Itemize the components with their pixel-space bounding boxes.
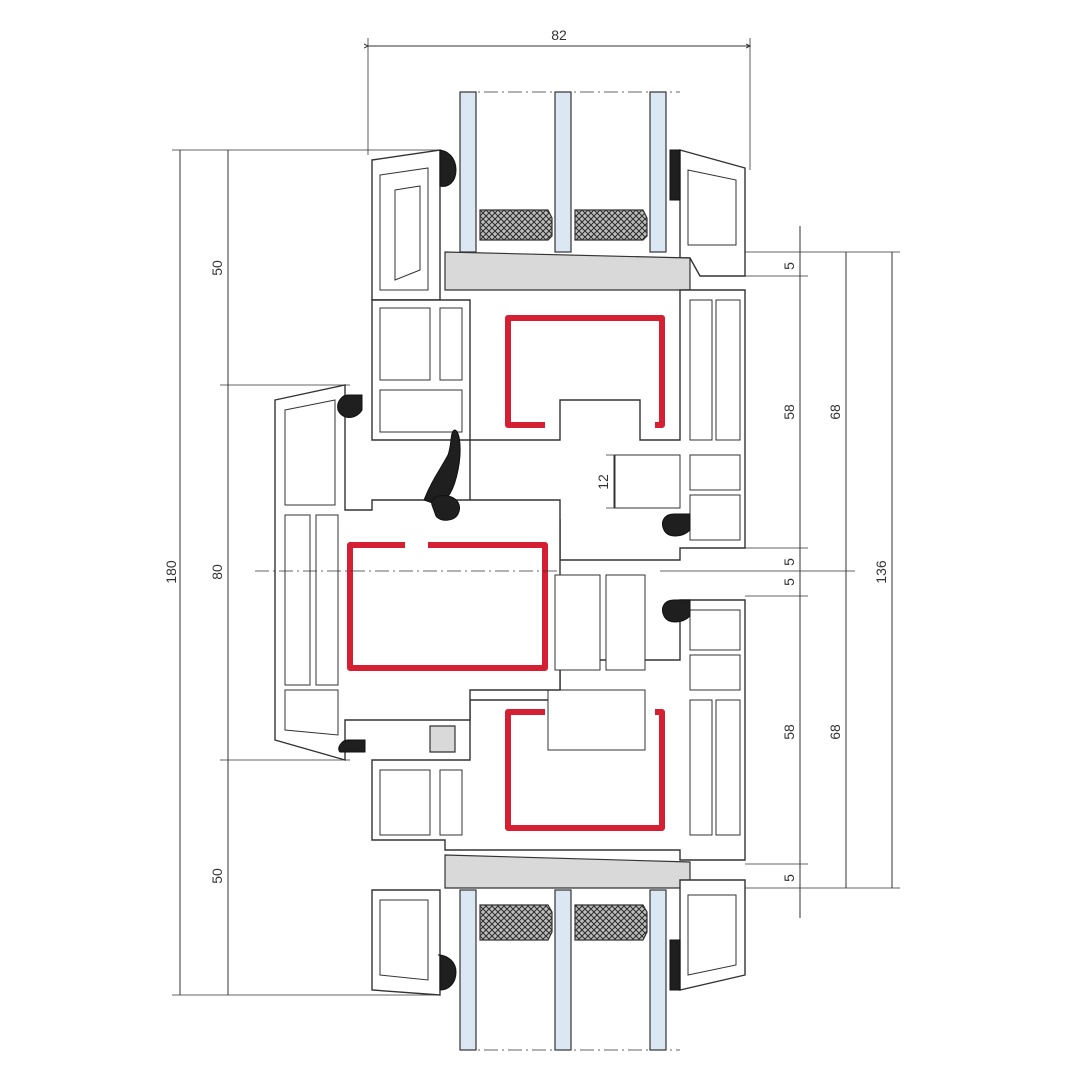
central-chamber-core-a bbox=[554, 574, 601, 671]
central-upper-seal-icon bbox=[337, 394, 363, 418]
glass-pane-outer-bottom bbox=[459, 889, 477, 1051]
central-chamber-bottom bbox=[284, 689, 339, 736]
spacer-bar-bottom-left bbox=[479, 904, 553, 941]
upper-steel-reinforcement bbox=[505, 315, 665, 428]
lower-sash-profile bbox=[371, 599, 746, 996]
upper-sash-chamber-b bbox=[439, 307, 463, 381]
central-chamber-top bbox=[284, 399, 336, 506]
central-chamber-core-b bbox=[605, 574, 646, 671]
spacer-bar-top-left bbox=[479, 209, 553, 241]
dim-right-ext bbox=[660, 251, 900, 889]
dim-label-58-upper: 58 bbox=[781, 404, 797, 420]
dim-top-width: 82 bbox=[368, 27, 750, 170]
dim-label-180: 180 bbox=[163, 560, 179, 584]
dim-label-136: 136 bbox=[873, 560, 889, 584]
dim-label-5-mid-a: 5 bbox=[781, 558, 797, 566]
dim-label-68-upper: 68 bbox=[827, 404, 843, 420]
upper-sash-chamber-c bbox=[379, 389, 463, 433]
dim-label-12: 12 bbox=[595, 474, 611, 490]
glass-pane-inner-top bbox=[649, 91, 667, 253]
upper-sash-chamber-g bbox=[689, 494, 741, 541]
dim-label-5-bottom: 5 bbox=[781, 874, 797, 882]
dim-label-68-lower: 68 bbox=[827, 724, 843, 740]
central-steel-reinforcement bbox=[347, 542, 548, 671]
lower-outer-chamber bbox=[379, 899, 429, 981]
upper-sash-chamber-a bbox=[379, 307, 431, 381]
spacer-bar-bottom-right bbox=[574, 904, 648, 941]
dim-left-parts: 50 80 50 bbox=[209, 150, 350, 995]
central-gasket-bulb-icon bbox=[431, 495, 461, 521]
top-outer-glass-gasket-icon bbox=[437, 149, 457, 187]
upper-sash-profile bbox=[371, 149, 746, 561]
spacer-bar-top-right bbox=[574, 209, 648, 241]
bottom-outer-glass-gasket-icon bbox=[437, 954, 457, 991]
upper-glazing-bead-chamber bbox=[687, 169, 737, 246]
dim-right-col1: 5 58 5 5 58 5 bbox=[781, 226, 801, 918]
dim-right-col2: 68 68 bbox=[827, 252, 847, 888]
upper-sash-chamber-d bbox=[689, 299, 713, 441]
lower-sash-chamber-f bbox=[689, 654, 741, 691]
dim-label-50-bottom: 50 bbox=[209, 868, 225, 884]
dim-right-total: 136 bbox=[873, 252, 893, 888]
upper-sash-gasket-icon bbox=[661, 513, 691, 537]
lower-sash-chamber-d bbox=[715, 699, 741, 836]
lower-sash-gasket-icon bbox=[661, 599, 691, 623]
dim-label-80: 80 bbox=[209, 564, 225, 580]
central-frame-profile bbox=[274, 384, 646, 761]
upper-glazing-block bbox=[444, 251, 691, 291]
lower-sash-chamber-b bbox=[439, 769, 463, 836]
glass-pane-inner-bottom bbox=[649, 889, 667, 1051]
glazing-unit-bottom bbox=[459, 889, 680, 1051]
dim-left-outer: 180 bbox=[163, 149, 440, 996]
dim-label-50-top: 50 bbox=[209, 260, 225, 276]
glass-pane-outer-top bbox=[459, 91, 477, 253]
dim-label-82: 82 bbox=[551, 27, 567, 43]
central-chamber-left-b bbox=[315, 514, 339, 686]
lower-core-chamber bbox=[547, 689, 646, 751]
central-lower-seal-icon bbox=[338, 739, 366, 753]
dim-inner-12: 12 bbox=[595, 454, 625, 509]
lower-sash-chamber-c bbox=[689, 699, 713, 836]
central-chamber-left-a bbox=[284, 514, 311, 686]
upper-sash-chamber-e bbox=[715, 299, 741, 441]
lower-glazing-block bbox=[444, 854, 691, 889]
lower-glazing-bead-chamber bbox=[687, 894, 737, 976]
central-gasket-fin-icon bbox=[423, 429, 461, 506]
glass-pane-middle-top bbox=[554, 91, 572, 253]
dim-label-58-lower: 58 bbox=[781, 724, 797, 740]
lower-sash-chamber-e bbox=[689, 609, 741, 651]
lower-steel-reinforcement bbox=[505, 709, 665, 831]
lower-sash-chamber-a bbox=[379, 769, 431, 836]
bottom-inner-glass-gasket-icon bbox=[669, 939, 681, 991]
glass-pane-middle-bottom bbox=[554, 889, 572, 1051]
dim-label-5-top: 5 bbox=[781, 262, 797, 270]
upper-sash-chamber-f bbox=[689, 454, 741, 491]
hardware-groove-chamber bbox=[614, 454, 681, 509]
top-inner-glass-gasket-icon bbox=[669, 149, 681, 201]
dim-label-5-mid-b: 5 bbox=[781, 578, 797, 586]
glazing-unit-top bbox=[459, 91, 680, 253]
central-lower-block bbox=[429, 725, 456, 753]
upper-outer-web bbox=[394, 185, 421, 281]
